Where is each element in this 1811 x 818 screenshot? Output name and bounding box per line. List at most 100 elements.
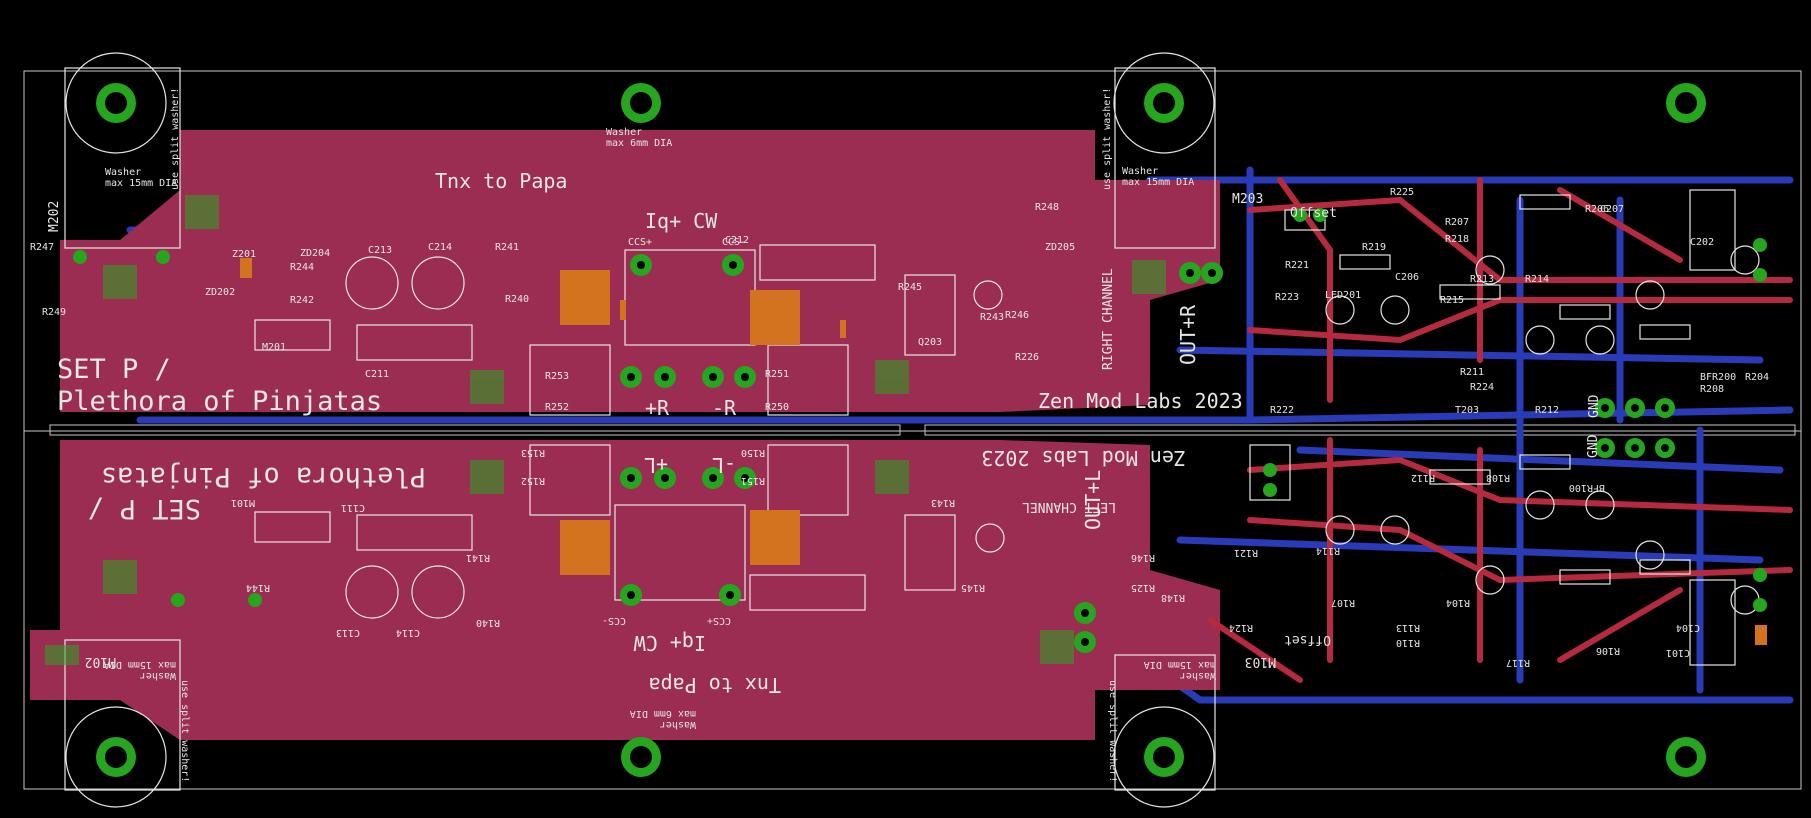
ref-r113: R113 xyxy=(1396,622,1420,633)
washer-15-c: Washer xyxy=(140,670,176,681)
ref-q203: Q203 xyxy=(918,337,942,348)
ref-r211: R211 xyxy=(1460,367,1484,378)
ref-r146: R146 xyxy=(1131,552,1155,563)
ref-r213: R213 xyxy=(1470,274,1494,285)
m202-label: M202 xyxy=(47,201,62,232)
plethora-bottom: Plethora of Pinjatas xyxy=(101,461,426,492)
ref-r106: R106 xyxy=(1596,645,1620,656)
ref-c206: C206 xyxy=(1395,272,1419,283)
plus-l-label: +L xyxy=(644,453,668,477)
right-channel-label: RIGHT CHANNEL xyxy=(1101,268,1116,370)
minus-l-label: -L xyxy=(712,453,736,477)
ref-r117: R117 xyxy=(1506,657,1530,668)
m203-label: M203 xyxy=(1232,192,1263,207)
center-divider-bar-2 xyxy=(924,424,1796,436)
ref-r214: R214 xyxy=(1525,274,1549,285)
ref-r145: R145 xyxy=(961,582,985,593)
ref-r212: R212 xyxy=(1535,405,1559,416)
ref-zd204: ZD204 xyxy=(300,248,330,259)
ref-r108: R108 xyxy=(1486,472,1510,483)
ref-r151: R151 xyxy=(741,475,765,486)
ref-c207: C207 xyxy=(1600,204,1624,215)
washer-15-d: Washer xyxy=(1180,670,1216,681)
ref-r244: R244 xyxy=(290,262,314,273)
left-silkscreen xyxy=(64,67,1216,791)
ref-bfr200: BFR200 xyxy=(1700,372,1736,383)
through-hole-pads xyxy=(73,208,1767,653)
ref-z201: Z201 xyxy=(232,249,256,260)
iq-cw-bottom: Iq+ CW xyxy=(633,631,706,655)
ref-r252: R252 xyxy=(545,402,569,413)
ref-r121: R121 xyxy=(1234,547,1258,558)
ref-r112: R112 xyxy=(1411,472,1435,483)
ref-r114: R114 xyxy=(1316,545,1340,556)
top-traces xyxy=(1207,177,1793,683)
ref-r215: R215 xyxy=(1440,295,1464,306)
left-channel-label: LEFT CHANNEL xyxy=(1022,499,1116,514)
ref-r219: R219 xyxy=(1362,242,1386,253)
minus-r-label: -R xyxy=(712,396,737,420)
washer-6b: max 6mm DIA xyxy=(606,138,672,149)
ref-r141: R141 xyxy=(466,552,490,563)
ref-r243: R243 xyxy=(980,312,1004,323)
zen-mod-labs-top: Zen Mod Labs 2023 xyxy=(1038,389,1243,413)
ref-r140: R140 xyxy=(476,617,500,628)
ccs-plus-top: CCS+ xyxy=(628,237,652,248)
ref-r143: R143 xyxy=(931,497,955,508)
ref-c213: C213 xyxy=(368,245,392,256)
ref-r251: R251 xyxy=(765,369,789,380)
ref-c212: C212 xyxy=(725,235,749,246)
ref-r245: R245 xyxy=(898,282,922,293)
split-washer-bottom-2: use split washer! xyxy=(1107,680,1118,782)
ref-r253: R253 xyxy=(545,371,569,382)
tnx-to-papa-bottom: Tnx to Papa xyxy=(649,673,781,697)
ref-r152: R152 xyxy=(521,475,545,486)
ref-r107: R107 xyxy=(1331,597,1355,608)
washer-15-c2: max 15mm DIA xyxy=(104,659,176,670)
tnx-to-papa-top: Tnx to Papa xyxy=(435,169,567,193)
washer-6: Washer xyxy=(606,127,642,138)
ref-zd205: ZD205 xyxy=(1045,242,1075,253)
ref-r148: R148 xyxy=(1161,592,1185,603)
offset-bottom: Offset xyxy=(1284,632,1331,647)
ref-r144: R144 xyxy=(246,582,270,593)
ref-c202: C202 xyxy=(1690,237,1714,248)
ref-r222: R222 xyxy=(1270,405,1294,416)
out-l-label: OUT+L xyxy=(1081,470,1105,530)
washer-6-bottom: Washer xyxy=(660,719,696,730)
ref-t203: T203 xyxy=(1455,405,1479,416)
hatched-pads xyxy=(45,195,1166,665)
ref-r208: R208 xyxy=(1700,384,1724,395)
ref-r250: R250 xyxy=(765,402,789,413)
ref-c211: C211 xyxy=(365,369,389,380)
offset-top: Offset xyxy=(1290,206,1337,221)
mounting-holes xyxy=(65,52,1706,808)
ref-r223: R223 xyxy=(1275,292,1299,303)
split-washer-top: use split washer! xyxy=(170,88,181,190)
ref-r241: R241 xyxy=(495,242,519,253)
ref-c113: C113 xyxy=(336,627,360,638)
ref-c114: C114 xyxy=(396,627,420,638)
right-silkscreen xyxy=(1249,189,1760,666)
ref-c104: C104 xyxy=(1676,622,1700,633)
ref-r218: R218 xyxy=(1445,234,1469,245)
ref-r110: R110 xyxy=(1396,637,1420,648)
ref-r246: R246 xyxy=(1005,310,1029,321)
ref-r153: R153 xyxy=(521,447,545,458)
washer-6b-bottom: max 6mm DIA xyxy=(630,708,696,719)
smd-pads xyxy=(240,258,1767,645)
center-divider-bar xyxy=(49,424,901,436)
ref-c101: C101 xyxy=(1666,647,1690,658)
washer-15-b: Washer xyxy=(1122,166,1158,177)
split-washer-bottom: use split washer! xyxy=(179,680,190,782)
set-p-bottom: SET P / xyxy=(87,493,201,524)
ref-r247: R247 xyxy=(30,242,54,253)
board-labels: Tnx to Papa Iq+ CW CCS+ CCS- SET P / Ple… xyxy=(47,88,1602,783)
ref-r124: R124 xyxy=(1229,622,1253,633)
ref-r206: R206 xyxy=(1585,204,1609,215)
zen-mod-labs-bottom: Zen Mod Labs 2023 xyxy=(981,446,1186,470)
ref-r248: R248 xyxy=(1035,202,1059,213)
out-r-label: OUT+R xyxy=(1176,304,1200,365)
